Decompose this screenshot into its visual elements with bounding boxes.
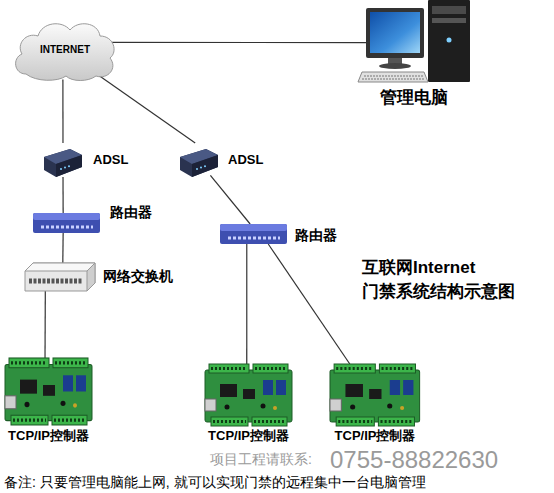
node-label: 网络交换机 <box>103 268 173 285</box>
network-link <box>210 175 250 224</box>
node-label: ADSL <box>93 152 128 168</box>
node-label: 路由器 <box>110 204 152 221</box>
tcpip-controller: TCP/IP控制器 <box>330 364 420 426</box>
node-label: TCP/IP控制器 <box>335 428 416 444</box>
network-link <box>111 42 367 44</box>
contact-watermark: 项目工程请联系: <box>210 452 312 467</box>
controller-board <box>205 364 292 426</box>
network-link <box>99 76 195 143</box>
node-label: TCP/IP控制器 <box>208 428 289 444</box>
controller-board <box>330 364 420 426</box>
network-link <box>268 244 350 364</box>
router: 路由器 <box>220 224 287 244</box>
router-icon <box>33 213 100 233</box>
modem-icon <box>180 149 218 177</box>
network-link <box>62 233 64 263</box>
modem-icon <box>44 149 82 177</box>
network-switch: 网络交换机 <box>25 263 95 291</box>
controller-board <box>5 358 92 425</box>
internet-cloud: INTERNET <box>12 18 118 82</box>
cloud-shape <box>16 24 114 81</box>
tcpip-controller: TCP/IP控制器 <box>5 358 92 426</box>
network-link <box>44 291 45 358</box>
node-label: INTERNET <box>40 44 90 56</box>
node-label: 路由器 <box>295 227 337 244</box>
diagram-title: 互联网Internet 门禁系统结构示意图 <box>362 256 542 304</box>
node-label: ADSL <box>228 152 263 168</box>
router-icon <box>220 224 287 244</box>
node-label: TCP/IP控制器 <box>8 428 89 444</box>
adsl-modem: ADSL <box>44 143 82 177</box>
network-link <box>62 177 63 213</box>
adsl-modem: ADSL <box>180 143 218 177</box>
computer-illustration <box>358 0 470 82</box>
switch-icon <box>25 263 95 291</box>
tcpip-controller: TCP/IP控制器 <box>205 364 292 426</box>
network-link <box>246 244 247 364</box>
management-pc: 管理电脑 <box>362 0 472 82</box>
node-label: 管理电脑 <box>380 88 448 108</box>
network-link <box>62 79 63 143</box>
caption-note: 备注: 只要管理电脑能上网, 就可以实现门禁的远程集中一台电脑管理 <box>4 475 426 490</box>
router: 路由器 <box>33 213 100 233</box>
phone-watermark: 0755-88822630 <box>330 447 498 473</box>
